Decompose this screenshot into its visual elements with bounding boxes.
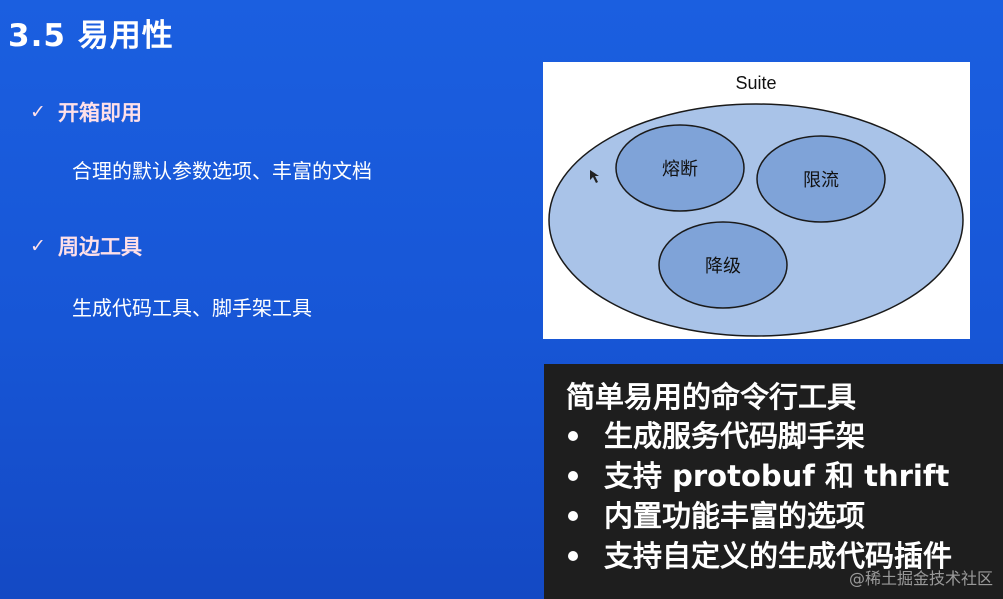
mouse-cursor-icon <box>590 170 599 183</box>
slide-title: 3.5 易用性 <box>8 18 174 54</box>
check-icon: ✓ <box>30 235 46 257</box>
bullet-dot-icon <box>568 551 578 561</box>
bullet-dot-icon <box>568 431 578 441</box>
degrade-label: 降级 <box>705 256 741 277</box>
suite-label: Suite <box>735 73 776 93</box>
section-heading-label: 周边工具 <box>58 235 142 259</box>
rate-limit-label: 限流 <box>803 170 839 191</box>
circuit-breaker-label: 熔断 <box>662 159 698 180</box>
watermark: @稀土掘金技术社区 <box>848 569 993 588</box>
caption-item: 支持自定义的生成代码插件 <box>566 536 1003 576</box>
suite-diagram-svg: Suite 熔断 限流 降级 <box>548 73 964 337</box>
section-detail-out-of-box: 合理的默认参数选项、丰富的文档 <box>72 159 372 183</box>
caption-item-text: 支持 protobuf 和 thrift <box>604 459 950 493</box>
bullet-dot-icon <box>568 511 578 521</box>
caption-item: 内置功能丰富的选项 <box>566 496 1003 536</box>
degrade-ellipse <box>658 221 788 309</box>
caption-box: 简单易用的命令行工具 生成服务代码脚手架 支持 protobuf 和 thrif… <box>544 364 1003 599</box>
rate-limit-ellipse <box>756 135 886 223</box>
section-heading-out-of-box: ✓ 开箱即用 <box>30 97 142 127</box>
caption-item-text: 生成服务代码脚手架 <box>604 419 866 453</box>
caption-item: 生成服务代码脚手架 <box>566 416 1003 456</box>
caption-item-text: 内置功能丰富的选项 <box>604 499 866 533</box>
section-heading-label: 开箱即用 <box>58 101 142 125</box>
bullet-dot-icon <box>568 471 578 481</box>
caption-item-text: 支持自定义的生成代码插件 <box>604 539 953 573</box>
circuit-breaker-ellipse <box>615 124 745 212</box>
caption-list: 生成服务代码脚手架 支持 protobuf 和 thrift 内置功能丰富的选项… <box>566 416 1003 576</box>
caption-item: 支持 protobuf 和 thrift <box>566 456 1003 496</box>
caption-title: 简单易用的命令行工具 <box>566 380 857 414</box>
suite-diagram: Suite 熔断 限流 降级 <box>543 62 970 339</box>
check-icon: ✓ <box>30 101 46 123</box>
section-detail-tools: 生成代码工具、脚手架工具 <box>72 296 312 320</box>
section-heading-tools: ✓ 周边工具 <box>30 231 142 261</box>
